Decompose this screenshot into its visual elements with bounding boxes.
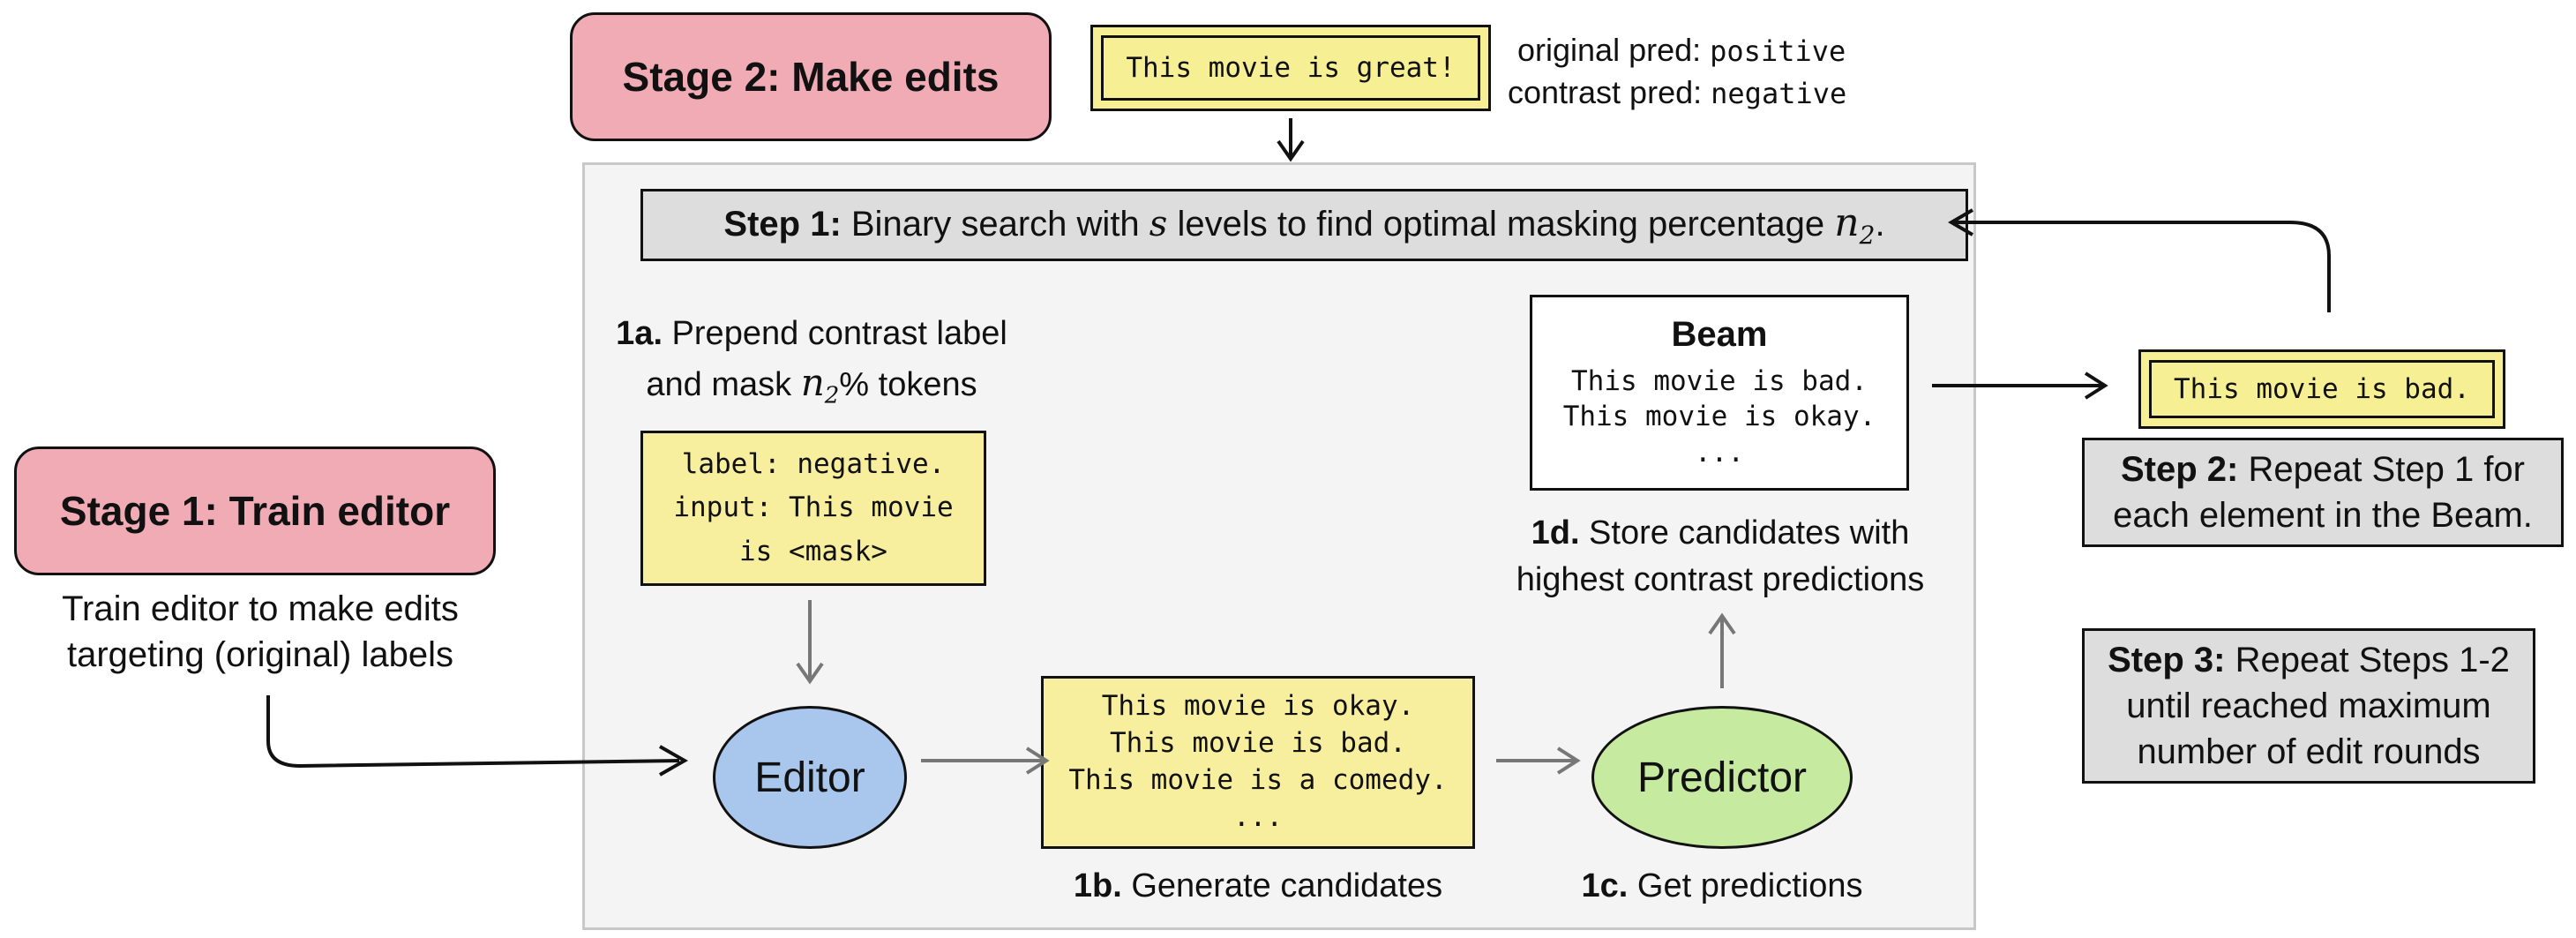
step1b-text: Generate candidates: [1121, 867, 1443, 904]
contrast-pred-value: negative: [1711, 77, 1847, 110]
stage2-label: Stage 2: Make edits: [622, 54, 1000, 100]
step1-bold: Step 1:: [723, 205, 842, 244]
step1a-line2b: % tokens: [839, 366, 977, 404]
candidates-line1: This movie is okay.: [1101, 690, 1415, 723]
step1a-var-n: n: [800, 361, 825, 405]
masked-input-line3: is <mask>: [739, 535, 887, 567]
step1a-line1: Prepend contrast label: [663, 315, 1007, 352]
beam-box: Beam This movie is bad. This movie is ok…: [1530, 295, 1909, 491]
step1d-line1: Store candidates with: [1579, 514, 1910, 552]
contrast-pred: contrast pred: negative: [1508, 74, 1846, 111]
step1-box: Step 1: Binary search with s levels to f…: [640, 189, 1968, 261]
beam-line1: This movie is bad.: [1571, 365, 1868, 397]
step1-end: .: [1875, 205, 1885, 244]
masked-input-line2: input: This movie: [673, 492, 954, 524]
step3-bold: Step 3:: [2108, 641, 2226, 679]
step1-text-b: levels to find optimal masking percentag…: [1167, 205, 1835, 244]
step2-line1: Repeat Step 1 for: [2238, 450, 2525, 489]
predictor-node: Predictor: [1591, 706, 1853, 849]
step1-sub: 2: [1859, 221, 1876, 251]
step1a-caption: 1a. Prepend contrast label and mask n2% …: [600, 311, 1023, 412]
step1c-text: Get predictions: [1628, 867, 1863, 904]
step1-text-a: Binary search with: [841, 205, 1149, 244]
step2-bold: Step 2:: [2120, 450, 2239, 489]
output-example-box: This movie is bad.: [2138, 349, 2505, 429]
step1a-bold: 1a.: [616, 315, 663, 352]
step1a-line2a: and mask: [646, 366, 801, 404]
step2-line2: each element in the Beam.: [2113, 496, 2533, 535]
editor-label: Editor: [754, 754, 865, 801]
step3-line1: Repeat Steps 1-2: [2225, 641, 2510, 679]
arrow-input-to-panel: [1277, 118, 1305, 162]
candidates-line2: This movie is bad.: [1110, 727, 1406, 760]
original-pred: original pred: positive: [1517, 32, 1846, 69]
predictor-label: Predictor: [1636, 754, 1808, 801]
stage2-box: Stage 2: Make edits: [570, 12, 1052, 141]
step1b-caption: 1b. Generate candidates: [1041, 863, 1475, 910]
stage1-desc-line2: targeting (original) labels: [66, 635, 453, 674]
step1-var-n: n: [1834, 200, 1860, 246]
step1a-sub: 2: [824, 382, 840, 409]
step1d-caption: 1d. Store candidates with highest contra…: [1500, 510, 1941, 604]
contrast-pred-label: contrast pred:: [1508, 74, 1703, 110]
masked-input-line1: label: negative.: [681, 447, 946, 480]
beam-line2: This movie is okay.: [1562, 401, 1876, 433]
step1b-bold: 1b.: [1073, 867, 1122, 904]
step3-line2: until reached maximum: [2126, 687, 2491, 725]
editor-node: Editor: [713, 706, 907, 849]
beam-line3: ...: [1695, 436, 1744, 469]
candidates-line4: ...: [1233, 800, 1283, 833]
stage1-desc-line1: Train editor to make edits: [62, 589, 459, 628]
stage1-label: Stage 1: Train editor: [59, 488, 451, 534]
output-example-text: This movie is bad.: [2149, 360, 2495, 418]
stage1-box: Stage 1: Train editor: [14, 446, 496, 575]
masked-input-box: label: negative. input: This movie is <m…: [640, 431, 986, 586]
original-pred-value: positive: [1710, 34, 1846, 68]
step3-line3: number of edit rounds: [2137, 732, 2481, 771]
step1-var-s: s: [1149, 204, 1168, 245]
beam-title: Beam: [1671, 315, 1768, 354]
input-example-box: This movie is great!: [1090, 25, 1491, 111]
step1c-caption: 1c. Get predictions: [1546, 863, 1898, 910]
step1d-bold: 1d.: [1531, 514, 1580, 552]
stage1-description: Train editor to make edits targeting (or…: [0, 586, 520, 678]
original-pred-label: original pred:: [1517, 32, 1702, 68]
step1c-bold: 1c.: [1581, 867, 1629, 904]
step1d-line2: highest contrast predictions: [1516, 561, 1925, 599]
step2-box: Step 2: Repeat Step 1 for each element i…: [2082, 438, 2564, 547]
input-example-text: This movie is great!: [1101, 35, 1480, 101]
step3-box: Step 3: Repeat Steps 1-2 until reached m…: [2082, 628, 2535, 784]
candidates-box: This movie is okay. This movie is bad. T…: [1041, 676, 1475, 849]
candidates-line3: This movie is a comedy.: [1068, 764, 1448, 796]
arrow-output-to-step1: [1948, 208, 2331, 312]
